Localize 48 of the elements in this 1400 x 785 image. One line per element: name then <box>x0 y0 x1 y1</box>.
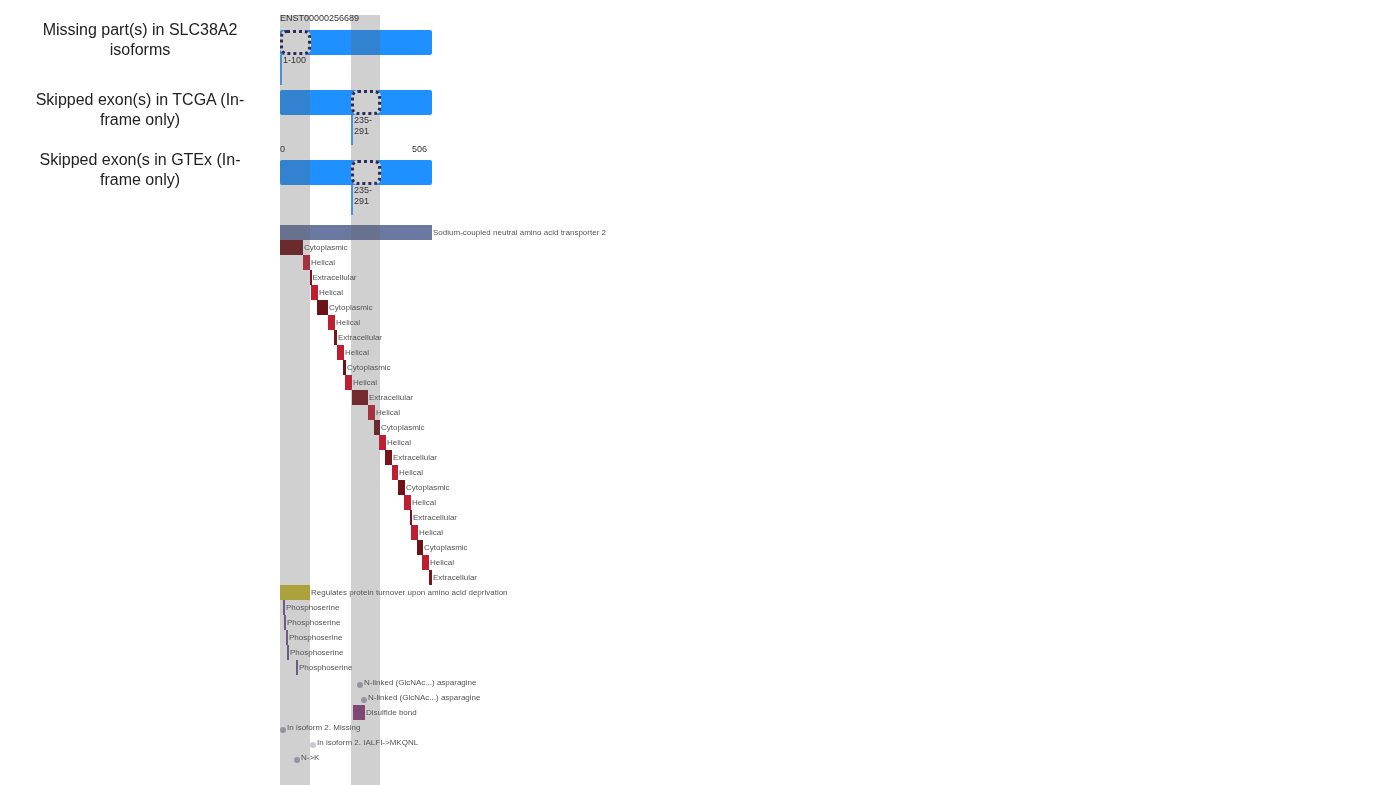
feature-label: Disulfide bond <box>366 708 417 717</box>
feature-label: Extracellular <box>312 273 357 282</box>
track-title: Skipped exon(s) in TCGA (In-frame only) <box>34 90 246 130</box>
axis-label: 506 <box>412 144 428 155</box>
dotted-region-box <box>351 90 381 115</box>
dotted-region-box <box>280 30 311 55</box>
feature-label: Cytoplasmic <box>304 243 348 252</box>
range-label: 235-291 <box>354 185 373 207</box>
feature-label: Extracellular <box>433 573 477 582</box>
feature-label: Helical <box>412 498 436 507</box>
feature-label: Phosphoserine <box>287 618 341 627</box>
feature-label: Extracellular <box>393 453 437 462</box>
feature-label: N-linked (GlcNAc...) asparagine <box>364 678 477 687</box>
feature-label: Helical <box>353 378 377 387</box>
track-title: Missing part(s) in SLC38A2 isoforms <box>41 20 239 60</box>
feature-label: Sodium-coupled neutral amino acid transporter 2 <box>433 228 606 237</box>
feature-label: Cytoplasmic <box>424 543 468 552</box>
range-label: 235-291 <box>354 115 373 137</box>
feature-label: In isoform 2. IALFI->MKQNL <box>317 738 419 747</box>
feature-label: Extracellular <box>338 333 382 342</box>
feature-label: Helical <box>419 528 443 537</box>
range-label: 1-100 <box>283 55 307 66</box>
feature-label: Helical <box>376 408 400 417</box>
feature-label: Helical <box>399 468 423 477</box>
feature-label: Helical <box>319 288 343 297</box>
feature-label: N->K <box>301 753 320 762</box>
feature-label: Extracellular <box>369 393 413 402</box>
axis-label: 0 <box>280 144 285 155</box>
dotted-region-box <box>351 160 381 185</box>
feature-label: Cytoplasmic <box>381 423 425 432</box>
feature-label: Phosphoserine <box>299 663 353 672</box>
feature-label: Cytoplasmic <box>406 483 450 492</box>
feature-label: Helical <box>311 258 335 267</box>
feature-label: N-linked (GlcNAc...) asparagine <box>368 693 481 702</box>
feature-label: Helical <box>345 348 369 357</box>
feature-label: Helical <box>336 318 360 327</box>
feature-label: Extracellular <box>413 513 457 522</box>
feature-label: Phosphoserine <box>290 648 344 657</box>
feature-label: Cytoplasmic <box>347 363 391 372</box>
track-title: Skipped exon(s in GTEx (In-frame only) <box>38 150 242 190</box>
axis-label: ENST00000256689 <box>280 13 360 24</box>
feature-label: Cytoplasmic <box>329 303 373 312</box>
feature-label: Phosphoserine <box>286 603 340 612</box>
feature-label: Helical <box>430 558 454 567</box>
feature-label: Helical <box>387 438 411 447</box>
feature-label: In isoform 2. Missing <box>287 723 361 732</box>
feature-label: Regulates protein turnover upon amino acid deprivation <box>311 588 508 597</box>
feature-label: Phosphoserine <box>289 633 343 642</box>
